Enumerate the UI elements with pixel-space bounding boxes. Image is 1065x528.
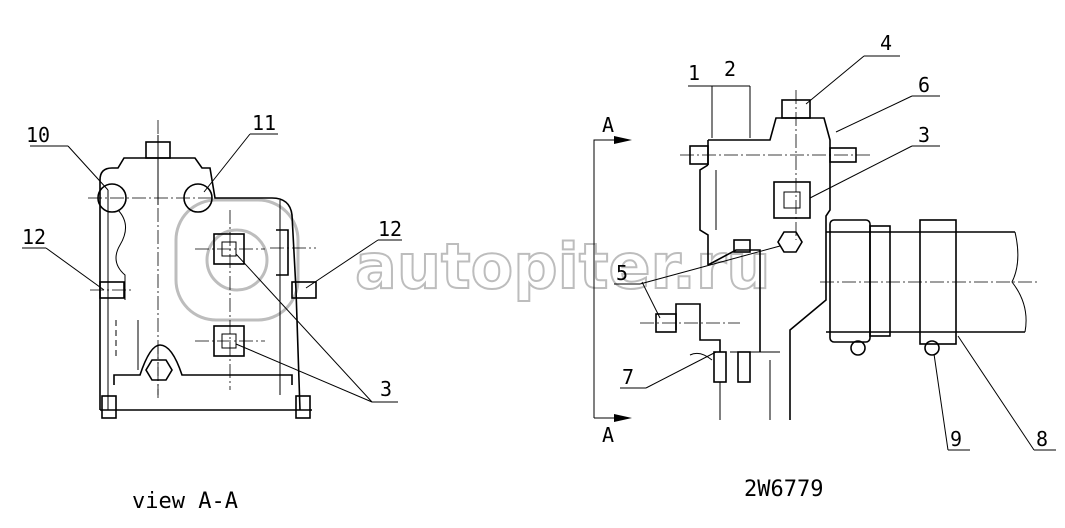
view-caption: view A-A (132, 489, 238, 514)
callout-12-right: 12 (378, 217, 402, 241)
watermark-text: autopiter.ru (355, 230, 771, 303)
callout-3-right: 3 (918, 123, 930, 147)
section-label-top: A (602, 113, 614, 137)
watermark-logo-ring (205, 228, 269, 292)
callout-9: 9 (950, 427, 962, 451)
callout-1: 1 (688, 61, 700, 85)
right-view: A A (593, 31, 1056, 502)
callout-3-left: 3 (380, 377, 392, 401)
callout-8: 8 (1036, 427, 1048, 451)
watermark-logo (174, 198, 300, 322)
part-number: 2W6779 (744, 477, 823, 502)
callout-6: 6 (918, 73, 930, 97)
callout-11: 11 (252, 111, 276, 135)
callout-12-left: 12 (22, 225, 46, 249)
section-arrow-bottom (614, 414, 632, 422)
watermark: autopiter.ru (174, 198, 772, 322)
callout-2: 2 (724, 57, 736, 81)
callout-7: 7 (622, 365, 634, 389)
callout-5: 5 (616, 261, 628, 285)
section-label-bottom: A (602, 423, 614, 447)
callout-4: 4 (880, 31, 892, 55)
left-view: 10 11 12 12 3 view A-A (22, 111, 402, 514)
section-arrow-top (614, 136, 632, 144)
callout-10: 10 (26, 123, 50, 147)
